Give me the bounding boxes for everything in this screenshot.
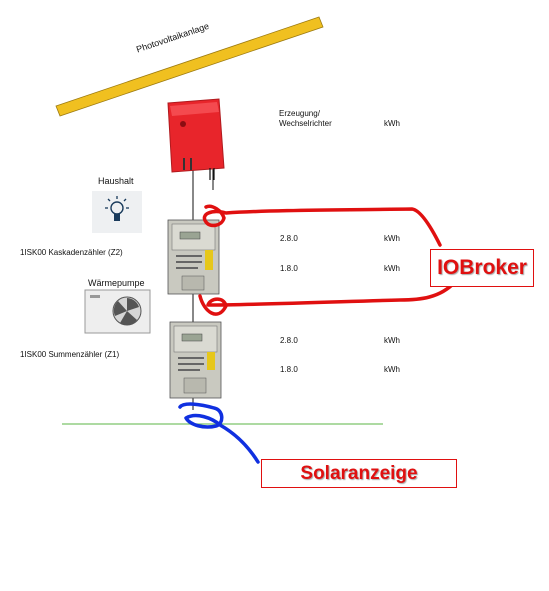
- meter-z2-reading-unit-1: kWh: [384, 234, 400, 243]
- solaranzeige-connection: [178, 402, 260, 464]
- meter-z2-reading-code-1: 2.8.0: [280, 234, 298, 243]
- meter-z1-label: 1ISK00 Summenzähler (Z1): [20, 350, 120, 359]
- pv-panel: [55, 16, 324, 117]
- household-label: Haushalt: [98, 176, 134, 186]
- meter-z2-label: 1ISK00 Kaskadenzähler (Z2): [20, 248, 123, 257]
- meter-z1-reading-code-1: 2.8.0: [280, 336, 298, 345]
- inverter-icon: [167, 98, 225, 180]
- inverter-label-line2: Wechselrichter: [279, 119, 332, 128]
- meter-z2-reading-code-2: 1.8.0: [280, 264, 298, 273]
- meter-z2-icon: [167, 219, 220, 295]
- iobroker-box: IOBroker: [430, 249, 534, 287]
- meter-z2-reading-unit-2: kWh: [384, 264, 400, 273]
- heat-pump-label: Wärmepumpe: [88, 278, 145, 288]
- light-bulb-icon: [92, 191, 142, 233]
- heat-pump-icon: [84, 289, 151, 334]
- iobroker-connections: [198, 204, 457, 316]
- inverter-label-line1: Erzeugung/: [279, 109, 320, 118]
- meter-z1-reading-code-2: 1.8.0: [280, 365, 298, 374]
- meter-z1-reading-unit-1: kWh: [384, 336, 400, 345]
- meter-z1-icon: [169, 321, 222, 399]
- inverter-unit: kWh: [384, 119, 400, 128]
- meter-z1-reading-unit-2: kWh: [384, 365, 400, 374]
- solaranzeige-box: Solaranzeige: [261, 459, 457, 488]
